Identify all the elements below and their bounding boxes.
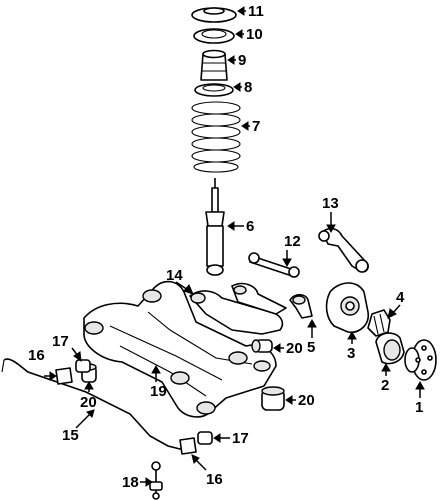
lower-control-arm-part-14 (189, 282, 287, 335)
callout-15: 15 (62, 427, 79, 444)
callout-6: 6 (246, 218, 254, 235)
stabilizer-link-part-18 (149, 461, 163, 500)
wheel-hub-part-1 (404, 339, 437, 381)
callout-16a: 16 (28, 347, 45, 364)
axle-boot-part-4 (367, 309, 391, 337)
callout-12: 12 (284, 233, 301, 250)
spring-seat-part-10 (193, 28, 235, 44)
callout-10: 10 (246, 26, 263, 43)
callout-18: 18 (122, 474, 139, 491)
coil-spring-part-7 (191, 101, 241, 173)
spring-insulator-part-8 (194, 83, 234, 97)
leader-lines (44, 6, 425, 487)
callout-16b: 16 (206, 471, 223, 488)
callout-5: 5 (307, 339, 315, 356)
bushing-part-20-right (261, 386, 285, 411)
callout-9: 9 (238, 52, 246, 69)
stabilizer-bar-part-15 (1, 358, 185, 451)
strut-mount-part-11 (191, 7, 237, 23)
callout-4: 4 (396, 289, 405, 306)
stabilizer-bushing-part-17-right (197, 431, 213, 445)
callout-11: 11 (248, 3, 264, 20)
callout-labels: 11 10 9 8 7 6 13 12 14 4 5 3 20 17 16 19… (28, 3, 423, 491)
stabilizer-clamp-part-16-right (179, 437, 197, 455)
trailing-link-part-5 (289, 293, 313, 319)
callout-1: 1 (415, 399, 423, 416)
subframe-part-19 (83, 280, 277, 418)
callout-17b: 17 (232, 430, 249, 447)
callout-20b: 20 (80, 394, 97, 411)
bushing-part-20-upper (251, 339, 273, 353)
bump-stop-part-9 (200, 49, 228, 81)
callout-20a: 20 (286, 340, 303, 357)
callout-19: 19 (150, 383, 167, 400)
stabilizer-clamp-part-16-left (55, 367, 73, 385)
callout-2: 2 (381, 377, 389, 394)
stabilizer-bushing-part-17-left (75, 359, 91, 373)
callout-20c: 20 (298, 392, 315, 409)
upper-control-arm-part-13 (318, 227, 369, 273)
shock-absorber-part-6 (205, 178, 225, 276)
knuckle-part-3 (325, 282, 370, 334)
callout-14: 14 (166, 267, 183, 284)
toe-link-part-12 (248, 252, 300, 278)
callout-13: 13 (322, 195, 339, 212)
callout-17a: 17 (52, 333, 69, 350)
callout-7: 7 (252, 118, 260, 135)
callout-3: 3 (347, 345, 355, 362)
callout-8: 8 (244, 79, 252, 96)
wheel-bearing-part-2 (375, 332, 405, 365)
